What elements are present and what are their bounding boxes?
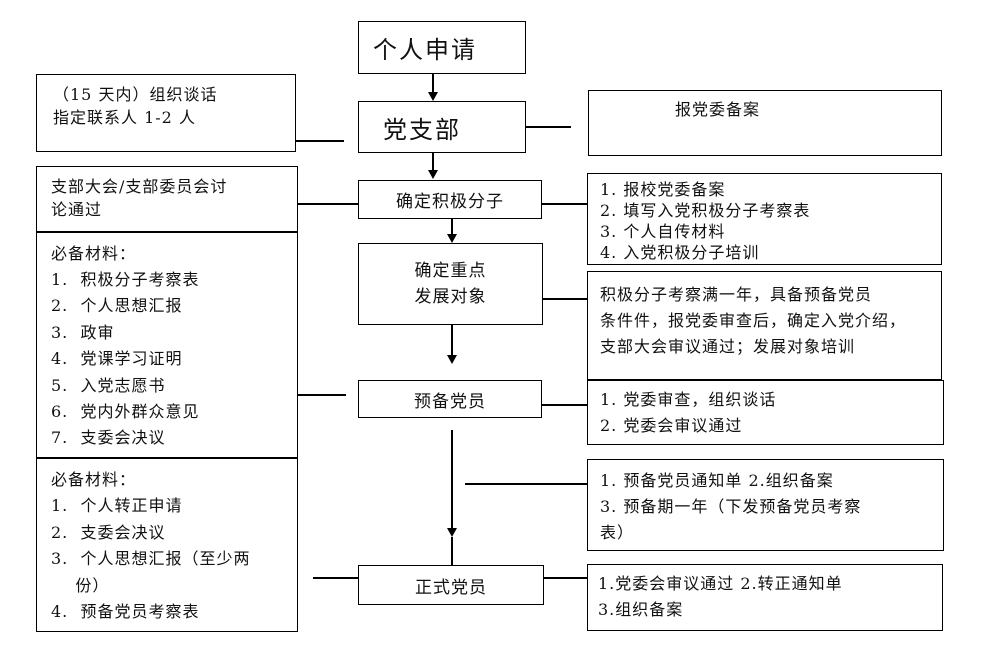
step-party-branch-label: 党支部 [383, 115, 461, 144]
materials-list-full-member: 必备材料： 1. 个人转正申请 2. 支委会决议 3. 个人思想汇报（至少两 份… [36, 458, 298, 632]
note-key-target-description: 积极分子考察满一年，具备预备党员 条件件，报党委审查后，确定入党介绍， 支部大会… [587, 271, 942, 380]
link-probationary-steps [542, 404, 587, 406]
link-trunk-probation-period [465, 483, 587, 485]
step-probationary-member: 预备党员 [358, 380, 542, 418]
activist-step: 1. 报校党委备案 [600, 180, 726, 199]
arrow-to-activist [428, 170, 438, 179]
step-determine-activist-label: 确定积极分子 [396, 192, 504, 212]
link-branch-record [526, 126, 571, 128]
materials-b-item: 3. 个人思想汇报（至少两 [51, 549, 251, 568]
materials-a-title: 必备材料： [51, 244, 137, 263]
probation-period-line: 3. 预备期一年（下发预备党员考察 [600, 497, 862, 516]
connector-probationary-full [451, 430, 453, 530]
probation-period-line: 1. 预备党员通知单 2.组织备案 [600, 471, 834, 490]
materials-a-item: 2. 个人思想汇报 [51, 296, 183, 316]
arrow-to-full-member-mid [447, 528, 457, 537]
link-talk-branch [296, 140, 344, 142]
step-key-target-line2: 发展对象 [414, 287, 487, 307]
connector-to-full-member [451, 537, 453, 565]
link-materials-b-full [313, 577, 358, 579]
probationary-step: 1. 党委审查，组织谈话 [600, 390, 777, 409]
step-personal-application-label: 个人申请 [373, 36, 477, 64]
connector-key-probationary [451, 325, 453, 355]
activist-step: 3. 个人自传材料 [600, 222, 726, 241]
materials-b-item: 1. 个人转正申请 [51, 496, 183, 515]
materials-a-item: 7. 支委会决议 [51, 428, 166, 448]
materials-b-item: 4. 预备党员考察表 [51, 602, 200, 621]
full-member-step: 3.组织备案 [598, 600, 684, 619]
note-talk-line2: 指定联系人 1-2 人 [53, 108, 196, 127]
materials-list-probationary: 必备材料： 1. 积极分子考察表 2. 个人思想汇报 3. 政审 4. 党课学习… [36, 232, 298, 458]
note-record-label: 报党委备案 [675, 100, 761, 119]
materials-a-item: 4. 党课学习证明 [51, 349, 183, 369]
note-discuss-line1: 支部大会/支部委员会讨 [51, 177, 228, 196]
materials-b-list: 1. 个人转正申请 2. 支委会决议 3. 个人思想汇报（至少两 份） 4. 预… [51, 493, 297, 626]
note-probationary-steps: 1. 党委审查，组织谈话 2. 党委会审议通过 [587, 380, 944, 445]
step-personal-application: 个人申请 [358, 21, 526, 74]
arrow-to-probationary [447, 355, 457, 364]
note-party-committee-record: 报党委备案 [588, 90, 942, 156]
probation-period-line: 表） [600, 523, 635, 542]
probationary-step: 2. 党委会审议通过 [600, 416, 743, 435]
step-full-member-label: 正式党员 [415, 577, 487, 598]
key-target-desc-line: 条件件，报党委审查后，确定入党介绍， [600, 311, 907, 330]
step-key-development-target: 确定重点 发展对象 [358, 243, 543, 325]
materials-b-title: 必备材料： [51, 470, 137, 489]
key-target-desc-line: 积极分子考察满一年，具备预备党员 [600, 285, 873, 304]
key-target-desc-line: 支部大会审议通过；发展对象培训 [600, 337, 856, 356]
note-discuss-line2: 论通过 [51, 200, 103, 219]
materials-a-item: 6. 党内外群众意见 [51, 402, 200, 422]
step-determine-activist: 确定积极分子 [358, 180, 542, 219]
step-key-target-line1: 确定重点 [414, 261, 487, 281]
materials-b-item: 2. 支委会决议 [51, 522, 166, 542]
materials-a-item: 3. 政审 [51, 322, 115, 342]
note-activist-steps: 1. 报校党委备案 2. 填写入党积极分子考察表 3. 个人自传材料 4. 入党… [587, 173, 942, 265]
link-full-steps [544, 577, 587, 579]
materials-a-item: 5. 入党志愿书 [51, 375, 166, 395]
connector-activist-key [451, 219, 453, 234]
note-talk-contact: （15 天内）组织谈话 指定联系人 1-2 人 [36, 74, 296, 152]
activist-step: 4. 入党积极分子培训 [600, 243, 760, 262]
note-full-member-steps: 1.党委会审议通过 2.转正通知单 3.组织备案 [587, 564, 943, 631]
link-discuss-activist [296, 203, 358, 205]
connector-branch-activist [432, 153, 434, 170]
activist-step: 2. 填写入党积极分子考察表 [600, 201, 811, 220]
note-probation-period: 1. 预备党员通知单 2.组织备案 3. 预备期一年（下发预备党员考察 表） [587, 459, 944, 551]
arrow-to-branch [428, 92, 438, 101]
link-key-desc [543, 298, 587, 300]
connector-apply-branch [432, 74, 434, 92]
materials-a-list: 1. 积极分子考察表 2. 个人思想汇报 3. 政审 4. 党课学习证明 5. … [51, 267, 297, 452]
materials-a-item: 1. 积极分子考察表 [51, 270, 200, 289]
step-party-branch: 党支部 [358, 101, 526, 153]
full-member-step: 1.党委会审议通过 2.转正通知单 [598, 574, 843, 593]
step-full-member: 正式党员 [358, 565, 544, 605]
link-activist-steps [542, 203, 587, 205]
note-talk-line1: （15 天内）组织谈话 [53, 85, 218, 104]
note-branch-discussion: 支部大会/支部委员会讨 论通过 [36, 166, 298, 232]
arrow-to-key-target [447, 234, 457, 243]
materials-b-item: 份） [51, 575, 110, 595]
link-materials-a-probationary [296, 394, 346, 396]
step-probationary-member-label: 预备党员 [414, 391, 486, 412]
